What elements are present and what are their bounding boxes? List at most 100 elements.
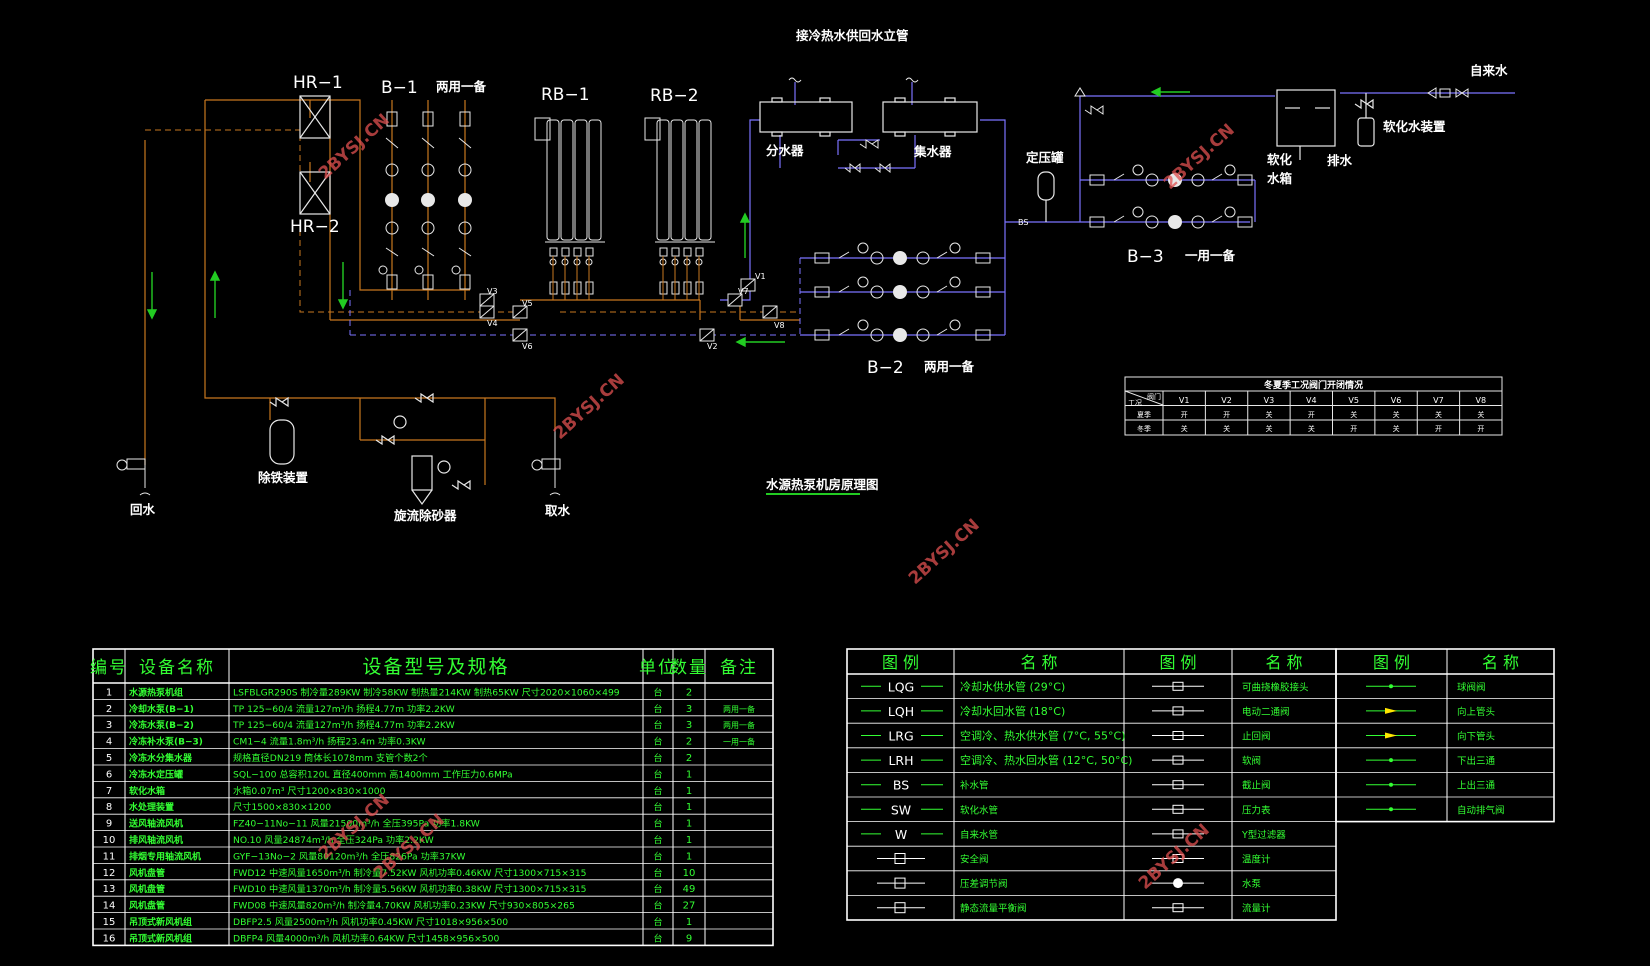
valve-slash	[762, 305, 778, 319]
valve-slash	[479, 305, 495, 319]
joint-icon	[1145, 173, 1159, 187]
joint-icon	[870, 328, 884, 342]
legend-name: 冷却水供水管 (29°C)	[960, 679, 1065, 693]
pump-icon	[893, 285, 907, 299]
equipment-unit: 台	[653, 834, 662, 846]
equipment-qty: 10	[683, 868, 696, 879]
check-valve-icon	[1211, 173, 1223, 181]
gauge-icon	[857, 276, 869, 288]
check-valve-icon	[458, 247, 472, 257]
valve-table-cell: 开	[1223, 411, 1230, 419]
legend-symbol	[1173, 878, 1183, 889]
equipment-name: 冷却水泵(B−1)	[129, 703, 194, 715]
valve-table-header: V1	[1179, 396, 1190, 405]
valve-slash	[512, 305, 528, 319]
equipment-no: 15	[103, 917, 116, 928]
valve-label: V3	[487, 287, 498, 296]
gauge-icon	[451, 265, 461, 275]
label-b1: B−1	[381, 78, 418, 98]
chiller-valve	[585, 247, 594, 257]
valve-icon	[422, 111, 434, 127]
equipment-qty: 49	[683, 884, 696, 895]
equipment-name: 水处理装置	[129, 801, 174, 813]
equipment-name: 排风轴流风机	[129, 834, 183, 846]
valve-v6: V6	[512, 328, 533, 351]
label-bs: BS	[1018, 218, 1028, 227]
equipment-header: 数量	[670, 658, 708, 678]
joint-icon	[916, 285, 930, 299]
valve-icon	[386, 274, 398, 290]
equipment-name: 吊顶式新风机组	[129, 916, 192, 928]
chiller-units	[534, 117, 715, 300]
legend-name: 自动排气阀	[1457, 804, 1505, 816]
valve-table-cell: 关	[1181, 424, 1188, 433]
check-valve-icon	[385, 137, 399, 149]
valve-icon	[975, 252, 991, 264]
gauge-icon	[857, 319, 869, 331]
chiller-valve	[659, 247, 668, 257]
valve-label: V1	[755, 272, 766, 281]
valve-table-cell: 开	[1308, 411, 1315, 419]
equipment-unit: 台	[653, 752, 662, 764]
chiller-valve	[683, 247, 692, 257]
legend-code: LQG	[888, 679, 915, 694]
legend-name: 上出三通	[1457, 780, 1496, 792]
legend-header: 图 例	[1373, 653, 1410, 672]
valve-table-cell: 开	[1181, 411, 1188, 419]
equipment-qty: 2	[686, 753, 692, 764]
equipment-no: 6	[106, 769, 112, 780]
joint-icon	[421, 163, 435, 177]
legend-code: LRH	[888, 753, 913, 768]
valve-table-header: V2	[1221, 396, 1232, 405]
legend-symbol	[1172, 903, 1184, 913]
equipment-note: 两用一备	[723, 720, 755, 730]
legend-name: 向下管头	[1457, 731, 1495, 743]
valve-slash	[479, 293, 495, 307]
legend-symbol	[1172, 706, 1184, 716]
legend-name: 截止阀	[1242, 780, 1271, 792]
equipment-header: 备注	[720, 658, 758, 678]
joint-icon	[1191, 215, 1205, 229]
equipment-no: 8	[106, 802, 112, 813]
heat-exchanger-hr2	[299, 171, 331, 215]
legend-name: 静态流量平衡阀	[960, 903, 1027, 915]
check-valve-icon	[838, 251, 850, 259]
equipment-header: 设备名称	[139, 658, 215, 678]
equipment-unit: 台	[653, 916, 662, 928]
equipment-qty: 1	[686, 819, 692, 830]
equipment-note: 一用一备	[723, 737, 755, 747]
equipment-spec: 水箱0.07m³ 尺寸1200×830×1000	[233, 785, 386, 797]
equipment-unit: 台	[653, 801, 662, 813]
equipment-unit: 台	[653, 785, 662, 797]
chiller-shell	[546, 119, 560, 241]
label-distributor: 分水器	[766, 143, 804, 158]
equipment-spec: TP 125−60/4 流量127m³/h 扬程4.77m 功率2.2KW	[232, 703, 455, 715]
chiller-valve	[695, 247, 704, 257]
valve-table-cell: 关	[1265, 424, 1272, 433]
legend-code: LRG	[888, 729, 913, 744]
legend-symbol	[1389, 807, 1393, 812]
equipment-qty: 1	[686, 835, 692, 846]
equipment-no: 10	[103, 835, 116, 846]
well-intake	[531, 430, 561, 496]
label-b3: B−3	[1127, 247, 1164, 267]
equipment-name: 冷冻水分集水器	[129, 752, 193, 764]
equipment-unit: 台	[653, 900, 662, 912]
valve-table-header: V6	[1391, 396, 1402, 405]
label-b2-note: 两用一备	[924, 359, 975, 374]
iron-removal-device	[269, 396, 295, 465]
equipment-qty: 1	[686, 786, 692, 797]
check-valve-icon	[936, 328, 948, 336]
pump-row-b2-2	[814, 276, 991, 299]
valve-icon	[814, 329, 830, 341]
label-collector: 集水器	[913, 144, 952, 159]
valve-v8: V8	[762, 305, 785, 330]
desander-device	[375, 392, 471, 506]
valve-icon	[1237, 174, 1253, 186]
diagram-title: 水源热泵机房原理图	[766, 477, 879, 492]
valve-icon	[975, 329, 991, 341]
equipment-unit: 台	[653, 703, 662, 715]
legend-name: 可曲挠橡胶接头	[1242, 681, 1309, 693]
